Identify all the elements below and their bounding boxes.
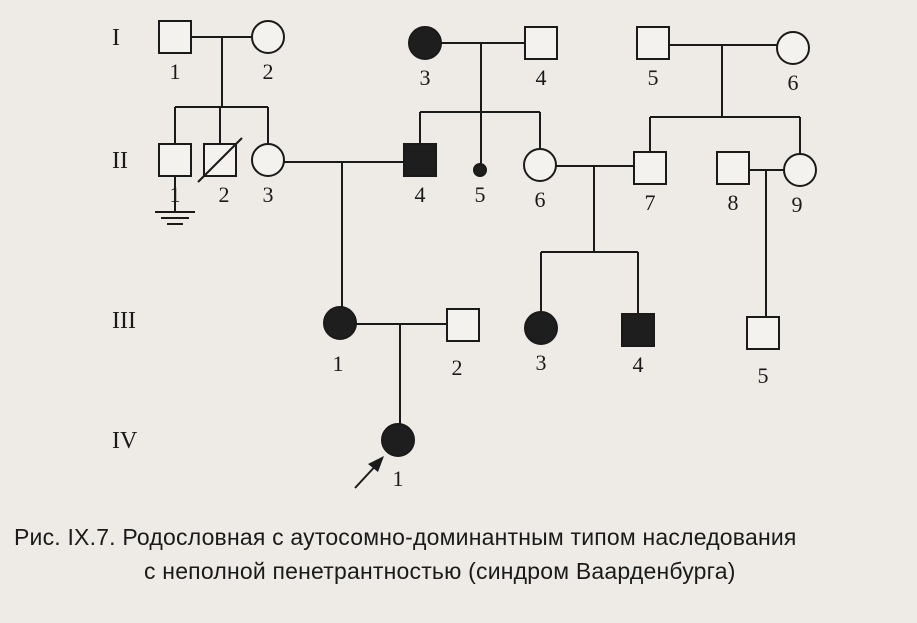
- individual-number-label: 6: [535, 187, 546, 212]
- individual-number-label: 5: [475, 182, 486, 207]
- individual-number-label: 2: [263, 59, 274, 84]
- female-circle-symbol: [524, 311, 558, 345]
- female-circle-symbol: [381, 423, 415, 457]
- male-square-symbol: [633, 151, 667, 185]
- individual-number-label: 4: [536, 65, 547, 90]
- generation-label-IV: IV: [112, 428, 138, 454]
- individual-II-8: 8: [716, 151, 750, 215]
- individual-number-label: 1: [333, 351, 344, 376]
- individual-I-4: 4: [524, 26, 558, 90]
- male-square-symbol: [716, 151, 750, 185]
- individual-number-label: 1: [170, 182, 181, 207]
- male-square-symbol: [621, 313, 655, 347]
- individual-IV-1: 1: [381, 423, 415, 491]
- caption-line-2: с неполной пенетрантностью (синдром Ваар…: [144, 558, 736, 584]
- figure-caption: Рис. IX.7. Родословная с аутосомно-домин…: [14, 520, 909, 588]
- female-circle-symbol: [251, 143, 285, 177]
- female-circle-symbol: [523, 148, 557, 182]
- individual-number-label: 8: [728, 190, 739, 215]
- individual-I-6: 6: [776, 31, 810, 95]
- generation-label-II: II: [112, 148, 128, 174]
- individual-number-label: 1: [393, 466, 404, 491]
- individual-number-label: 5: [758, 363, 769, 388]
- individual-III-4: 4: [621, 313, 655, 377]
- individual-II-6: 6: [523, 148, 557, 212]
- male-square-symbol: [403, 143, 437, 177]
- individual-number-label: 3: [536, 350, 547, 375]
- female-circle-symbol: [251, 20, 285, 54]
- individual-II-2: 2: [197, 137, 243, 207]
- female-circle-symbol: [408, 26, 442, 60]
- individual-I-5: 5: [636, 26, 670, 90]
- small-dot-symbol: [473, 163, 487, 177]
- male-square-symbol: [746, 316, 780, 350]
- individual-number-label: 2: [219, 182, 230, 207]
- individual-II-1: 1: [158, 143, 192, 207]
- male-square-symbol: [636, 26, 670, 60]
- individual-number-label: 4: [415, 182, 426, 207]
- individual-number-label: 3: [263, 182, 274, 207]
- individual-number-label: 9: [792, 192, 803, 217]
- deceased-slash: [197, 137, 243, 183]
- pedigree-lines: [155, 36, 801, 489]
- individual-I-2: 2: [251, 20, 285, 84]
- male-square-symbol: [158, 20, 192, 54]
- generation-label-III: III: [112, 308, 136, 334]
- individual-II-7: 7: [633, 151, 667, 215]
- individual-number-label: 4: [633, 352, 644, 377]
- generation-label-I: I: [112, 25, 120, 51]
- female-circle-symbol: [776, 31, 810, 65]
- individual-II-9: 9: [783, 153, 817, 217]
- female-circle-symbol: [323, 306, 357, 340]
- individual-III-1: 1: [323, 306, 357, 376]
- individuals: 1 2 3 4 5 6 1 2 3 4 5 6 7 8 9 1 2 3 4 5 1: [158, 20, 817, 491]
- individual-number-label: 2: [452, 355, 463, 380]
- individual-III-5: 5: [746, 316, 780, 388]
- female-circle-symbol: [783, 153, 817, 187]
- individual-number-label: 3: [420, 65, 431, 90]
- individual-number-label: 6: [788, 70, 799, 95]
- individual-III-2: 2: [446, 308, 480, 380]
- individual-number-label: 1: [170, 59, 181, 84]
- individual-I-1: 1: [158, 20, 192, 84]
- individual-III-3: 3: [524, 311, 558, 375]
- individual-number-label: 7: [645, 190, 656, 215]
- male-square-symbol: [524, 26, 558, 60]
- individual-number-label: 5: [648, 65, 659, 90]
- individual-II-5: 5: [473, 163, 487, 207]
- caption-line-1: Рис. IX.7. Родословная с аутосомно-домин…: [14, 524, 797, 550]
- individual-II-4: 4: [403, 143, 437, 207]
- male-square-symbol: [158, 143, 192, 177]
- male-square-symbol: [446, 308, 480, 342]
- individual-I-3: 3: [408, 26, 442, 90]
- individual-II-3: 3: [251, 143, 285, 207]
